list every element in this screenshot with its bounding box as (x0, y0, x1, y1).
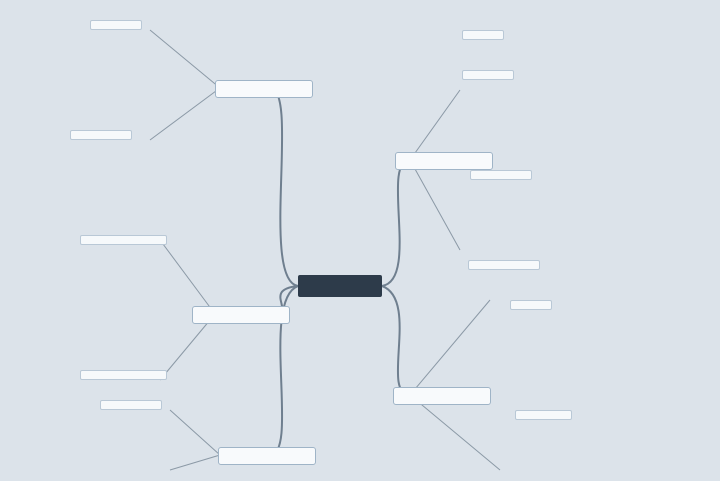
leaf-node[interactable] (100, 400, 162, 410)
root-node[interactable] (298, 275, 382, 297)
leaf-node[interactable] (470, 170, 532, 180)
branch-node-1[interactable] (395, 152, 493, 170)
leaf-node[interactable] (510, 300, 552, 310)
branch-node-2[interactable] (393, 387, 491, 405)
leaf-node[interactable] (462, 30, 504, 40)
leaf-node[interactable] (70, 130, 132, 140)
leaf-node[interactable] (515, 410, 572, 420)
branch-node-3[interactable] (218, 447, 316, 465)
leaf-node[interactable] (90, 20, 142, 30)
branch-node-5[interactable] (215, 80, 313, 98)
leaf-node[interactable] (80, 235, 167, 245)
leaf-node[interactable] (468, 260, 540, 270)
leaf-node[interactable] (80, 370, 167, 380)
leaf-node[interactable] (462, 70, 514, 80)
branch-node-4[interactable] (192, 306, 290, 324)
